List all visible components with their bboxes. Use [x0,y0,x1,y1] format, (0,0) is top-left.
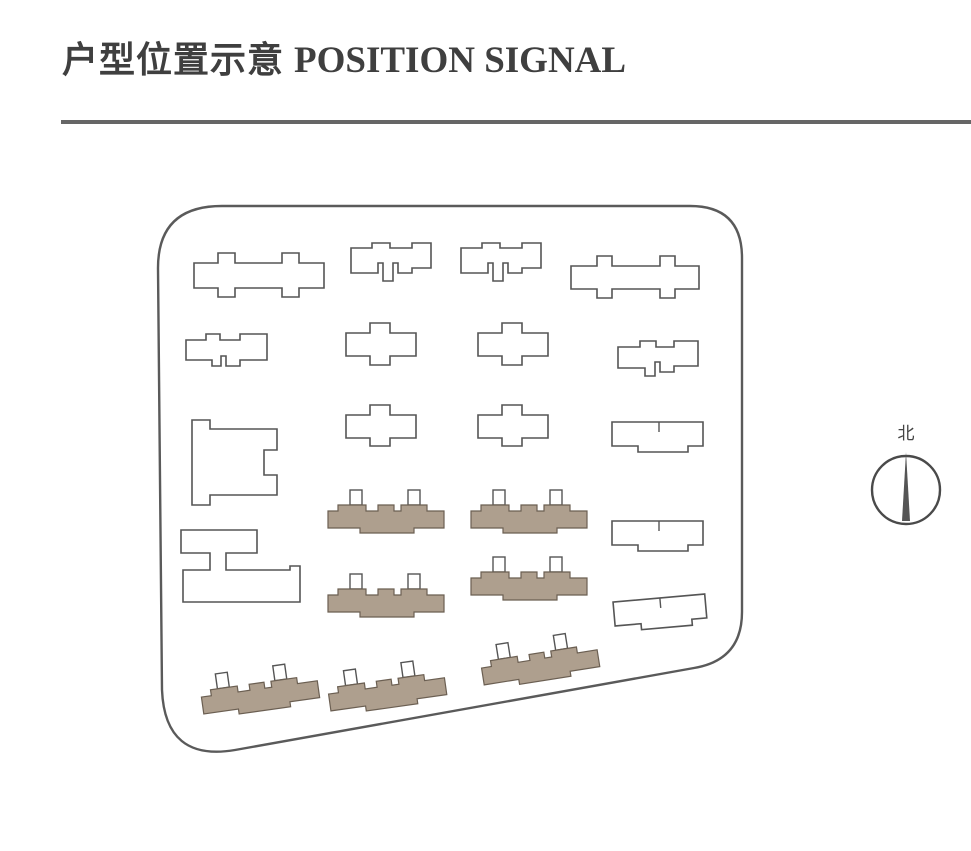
building-tower [271,663,288,682]
compass-label: 北 [897,424,915,444]
north-arrow-icon [870,452,942,526]
building-highlighted [480,646,601,686]
building-highlighted [470,504,588,534]
building-tower [214,671,231,690]
title-divider [61,120,971,124]
building-outline [611,520,704,552]
building-highlighted [200,676,321,715]
building-outline [611,421,704,453]
building-highlighted [327,504,445,534]
building-outline [612,593,708,631]
building-outline [345,322,417,366]
building-outline [180,529,301,603]
building-outline [350,242,432,282]
building-tower [492,489,506,506]
building-tower [492,556,506,573]
building-tower [495,641,512,661]
building-tower [400,660,416,679]
building-tower [549,489,563,506]
building-tower [349,573,363,590]
building-outline [345,404,417,447]
building-outline [193,252,325,298]
building-tower [342,668,359,687]
building-outline [617,340,699,377]
building-highlighted [327,673,448,712]
building-tower [407,489,421,506]
building-highlighted [327,588,445,618]
building-outline [477,322,549,366]
building-tower [549,556,563,573]
building-outline [570,255,700,299]
building-outline [185,333,268,367]
title-english: POSITION SIGNAL [294,40,627,81]
building-outline [460,242,542,282]
building-partition [659,597,662,608]
building-outline [477,404,549,447]
title-chinese: 户型位置示意 [62,40,285,81]
building-tower [552,632,569,652]
building-tower [349,489,363,506]
building-highlighted [470,571,588,601]
building-outline [191,419,278,506]
building-tower [407,573,421,590]
site-boundary [156,204,744,753]
